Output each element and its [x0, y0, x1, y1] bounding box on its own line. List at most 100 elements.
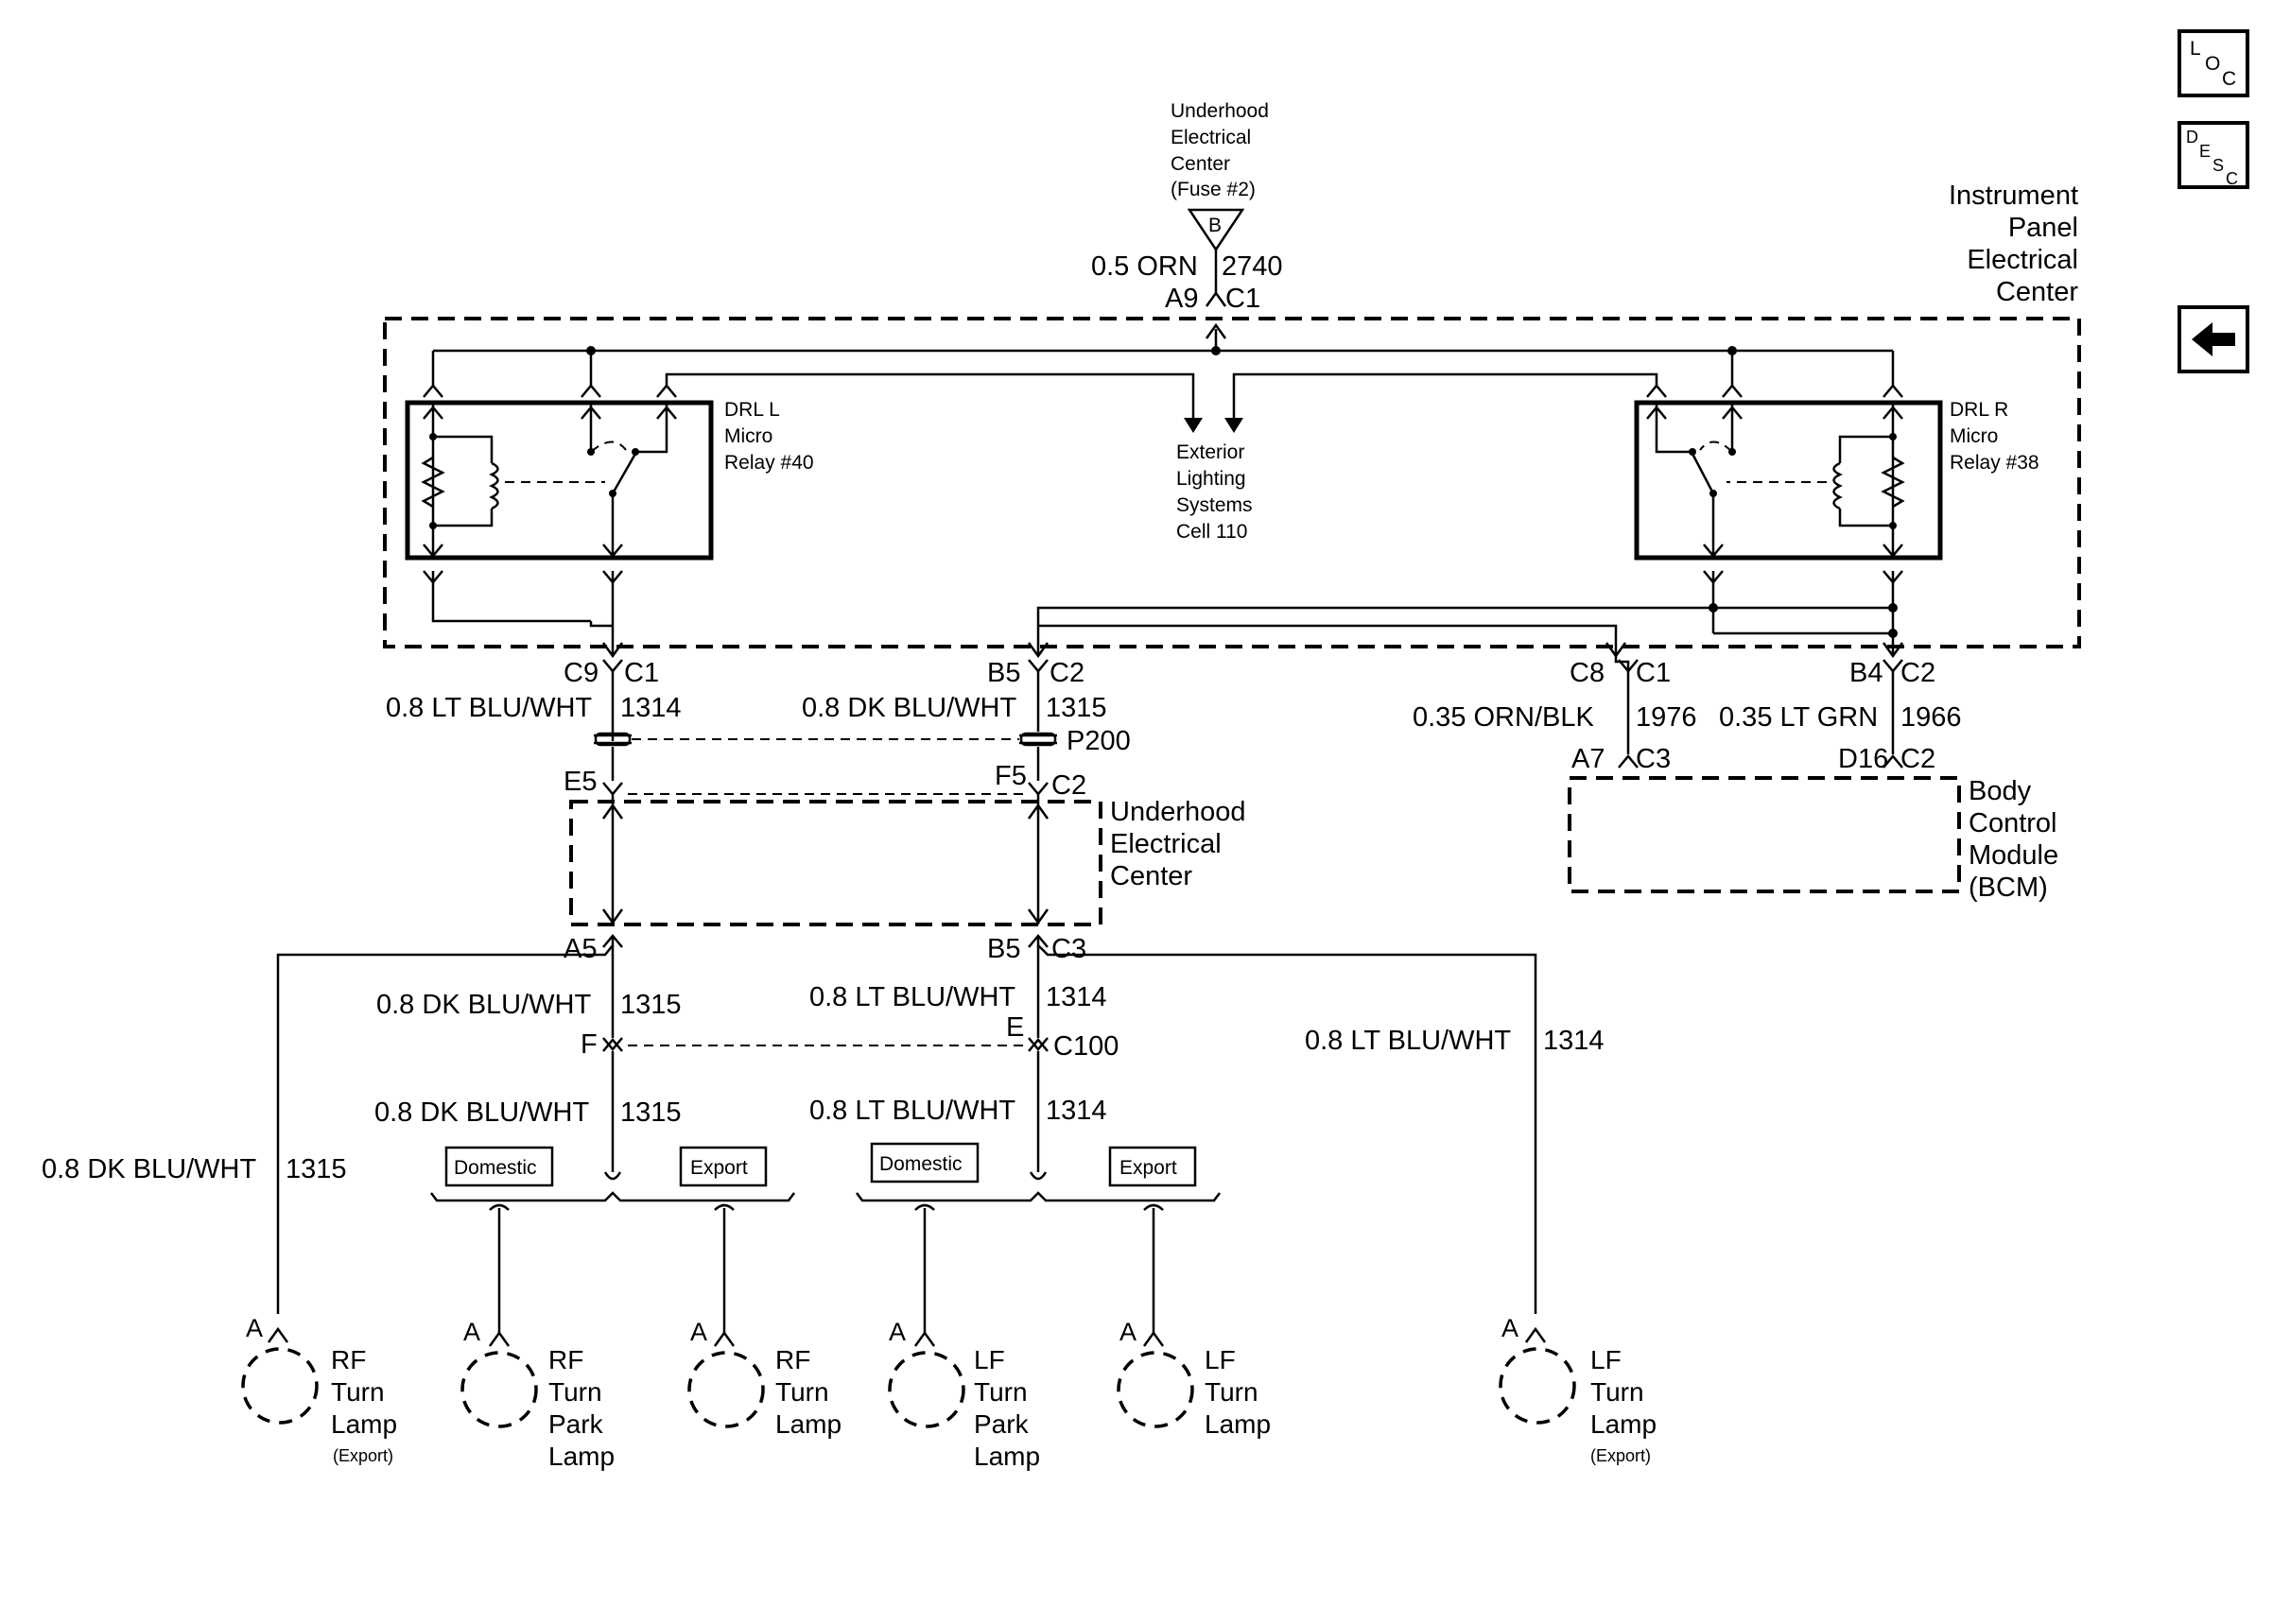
lamp-rf-export-1: RF [331, 1345, 366, 1374]
lamp-rf-turn-2: Turn [775, 1377, 829, 1407]
conn-b5b: B5 [987, 934, 1020, 964]
wire-1315-a-label: 0.8 DK BLU/WHT [802, 693, 1016, 723]
lamp-rf-turn-bulb [687, 1351, 765, 1428]
uec-label-3: Center [1110, 861, 1192, 891]
lamp-lf-turn-2: Turn [1205, 1377, 1258, 1407]
lamp-rf-export-pin: A [246, 1314, 263, 1342]
drl-left-relay [405, 400, 714, 561]
exterior-label-3: Systems [1176, 494, 1253, 516]
lamp-rf-park: A RF Turn Park Lamp [460, 1318, 615, 1471]
lamp-rf-park-4: Lamp [548, 1442, 615, 1471]
lamp-lf-park-bulb [888, 1351, 965, 1428]
lamp-rf-turn: A RF Turn Lamp [687, 1318, 842, 1439]
bcm-label-3: Module [1969, 840, 2058, 871]
fuse-source: Underhood Electrical Center (Fuse #2) B [1171, 100, 1269, 252]
wire-1314-b-circuit: 1314 [1046, 982, 1107, 1012]
wire-1314-c-circuit: 1314 [1046, 1096, 1107, 1126]
ipec-box [383, 317, 2081, 648]
wire-1315-a-circuit: 1315 [1046, 693, 1107, 723]
feed-connector-c1: C1 [1225, 284, 1260, 314]
lamp-rf-export-bulb [241, 1347, 319, 1425]
ipec-label-4: Center [1996, 277, 2078, 307]
wire-1314-a-label: 0.8 LT BLU/WHT [386, 693, 592, 723]
drl-left-label-3: Relay #40 [724, 452, 814, 474]
lamp-rf-export-2: Turn [331, 1377, 385, 1407]
desc-letter-e: E [2199, 142, 2211, 161]
loc-button[interactable]: L O C [2178, 29, 2249, 97]
lamp-rf-park-2: Turn [548, 1377, 602, 1407]
wire-1315-l-label: 0.8 DK BLU/WHT [42, 1154, 256, 1184]
fuse-source-line-4: (Fuse #2) [1171, 179, 1256, 200]
drl-right-label-3: Relay #38 [1950, 452, 2039, 474]
loc-letter-l: L [2190, 38, 2201, 60]
wire-1314-r-circuit: 1314 [1543, 1026, 1605, 1056]
drl-left-label-1: DRL L [724, 399, 780, 421]
conn-c1a: C1 [624, 658, 659, 688]
lamp-rf-park-pin: A [463, 1318, 480, 1346]
fuse-source-line-1: Underhood [1171, 100, 1269, 122]
lamp-lf-park: A LF Turn Park Lamp [888, 1318, 1040, 1471]
lamp-rf-export-note: (Export) [333, 1446, 393, 1465]
loc-letter-c: C [2222, 68, 2236, 90]
conn-p200: P200 [1067, 726, 1131, 756]
lamp-rf-turn-3: Lamp [775, 1409, 842, 1439]
lamp-lf-park-4: Lamp [974, 1442, 1040, 1471]
drl-right-relay [1634, 400, 1943, 561]
wire-1314-b-label: 0.8 LT BLU/WHT [809, 982, 1015, 1012]
wire-1314-a-circuit: 1314 [620, 693, 682, 723]
left-arrow-icon [2192, 322, 2235, 356]
conn-c100: C100 [1053, 1031, 1119, 1062]
lamp-lf-turn: A LF Turn Lamp [1117, 1318, 1271, 1439]
wire-1966-label: 0.35 LT GRN [1719, 702, 1878, 733]
wire-1315-b-label: 0.8 DK BLU/WHT [376, 990, 591, 1020]
p200-passthrough-center [1019, 732, 1057, 747]
lamp-rf-park-3: Park [548, 1409, 604, 1439]
lamp-rf-park-1: RF [548, 1345, 583, 1374]
desc-letter-c: C [2226, 169, 2238, 188]
ipec-label-2: Panel [2008, 213, 2078, 243]
wire-1976-circuit: 1976 [1636, 702, 1697, 733]
lamp-lf-export-2: Turn [1590, 1377, 1644, 1407]
conn-c2b: C2 [1900, 658, 1935, 688]
conn-b5: B5 [987, 658, 1020, 688]
uec-label-1: Underhood [1110, 797, 1246, 827]
lamp-rf-park-bulb [460, 1351, 538, 1428]
wire-1314-r-label: 0.8 LT BLU/WHT [1305, 1026, 1511, 1056]
exterior-label-1: Exterior [1176, 441, 1244, 463]
lamp-rf-turn-pin: A [690, 1318, 707, 1346]
wire-1314-c-label: 0.8 LT BLU/WHT [809, 1096, 1015, 1126]
lamp-lf-export-pin: A [1501, 1314, 1518, 1342]
domestic-option-box-right [870, 1142, 980, 1183]
lamp-lf-export-note: (Export) [1590, 1446, 1651, 1465]
bcm-label-2: Control [1969, 808, 2057, 838]
fuse-letter: B [1208, 215, 1222, 236]
fuse-source-line-2: Electrical [1171, 127, 1251, 148]
lamp-lf-park-pin: A [889, 1318, 906, 1346]
lamp-rf-export: A RF Turn Lamp (Export) [241, 1314, 397, 1465]
domestic-option-right: Domestic [879, 1153, 963, 1175]
feed-circuit-label: 2740 [1222, 251, 1283, 282]
conn-a7: A7 [1571, 744, 1605, 774]
wire-1315-b-circuit: 1315 [620, 990, 682, 1020]
ipec-label-3: Electrical [1967, 245, 2078, 275]
conn-c1b: C1 [1636, 658, 1671, 688]
ipec-label-1: Instrument [1949, 181, 2078, 211]
lamp-lf-park-2: Turn [974, 1377, 1028, 1407]
conn-c8: C8 [1570, 658, 1605, 688]
back-button[interactable] [2178, 305, 2249, 373]
lamp-lf-turn-pin: A [1119, 1318, 1136, 1346]
lamp-lf-turn-bulb [1117, 1351, 1194, 1428]
domestic-option-left: Domestic [454, 1157, 537, 1179]
lamp-lf-turn-3: Lamp [1205, 1409, 1271, 1439]
drl-right-label-1: DRL R [1950, 399, 2008, 421]
wire-1976-label: 0.35 ORN/BLK [1413, 702, 1594, 733]
desc-button[interactable]: D E S C [2178, 121, 2249, 189]
loc-letter-o: O [2205, 53, 2220, 75]
export-option-left: Export [690, 1157, 748, 1179]
conn-c9: C9 [564, 658, 599, 688]
export-option-right: Export [1119, 1157, 1177, 1179]
domestic-option-box-left [444, 1146, 554, 1187]
wire-1315-c-label: 0.8 DK BLU/WHT [374, 1097, 589, 1128]
conn-c2d: C2 [1900, 744, 1935, 774]
conn-f: F [581, 1029, 598, 1060]
